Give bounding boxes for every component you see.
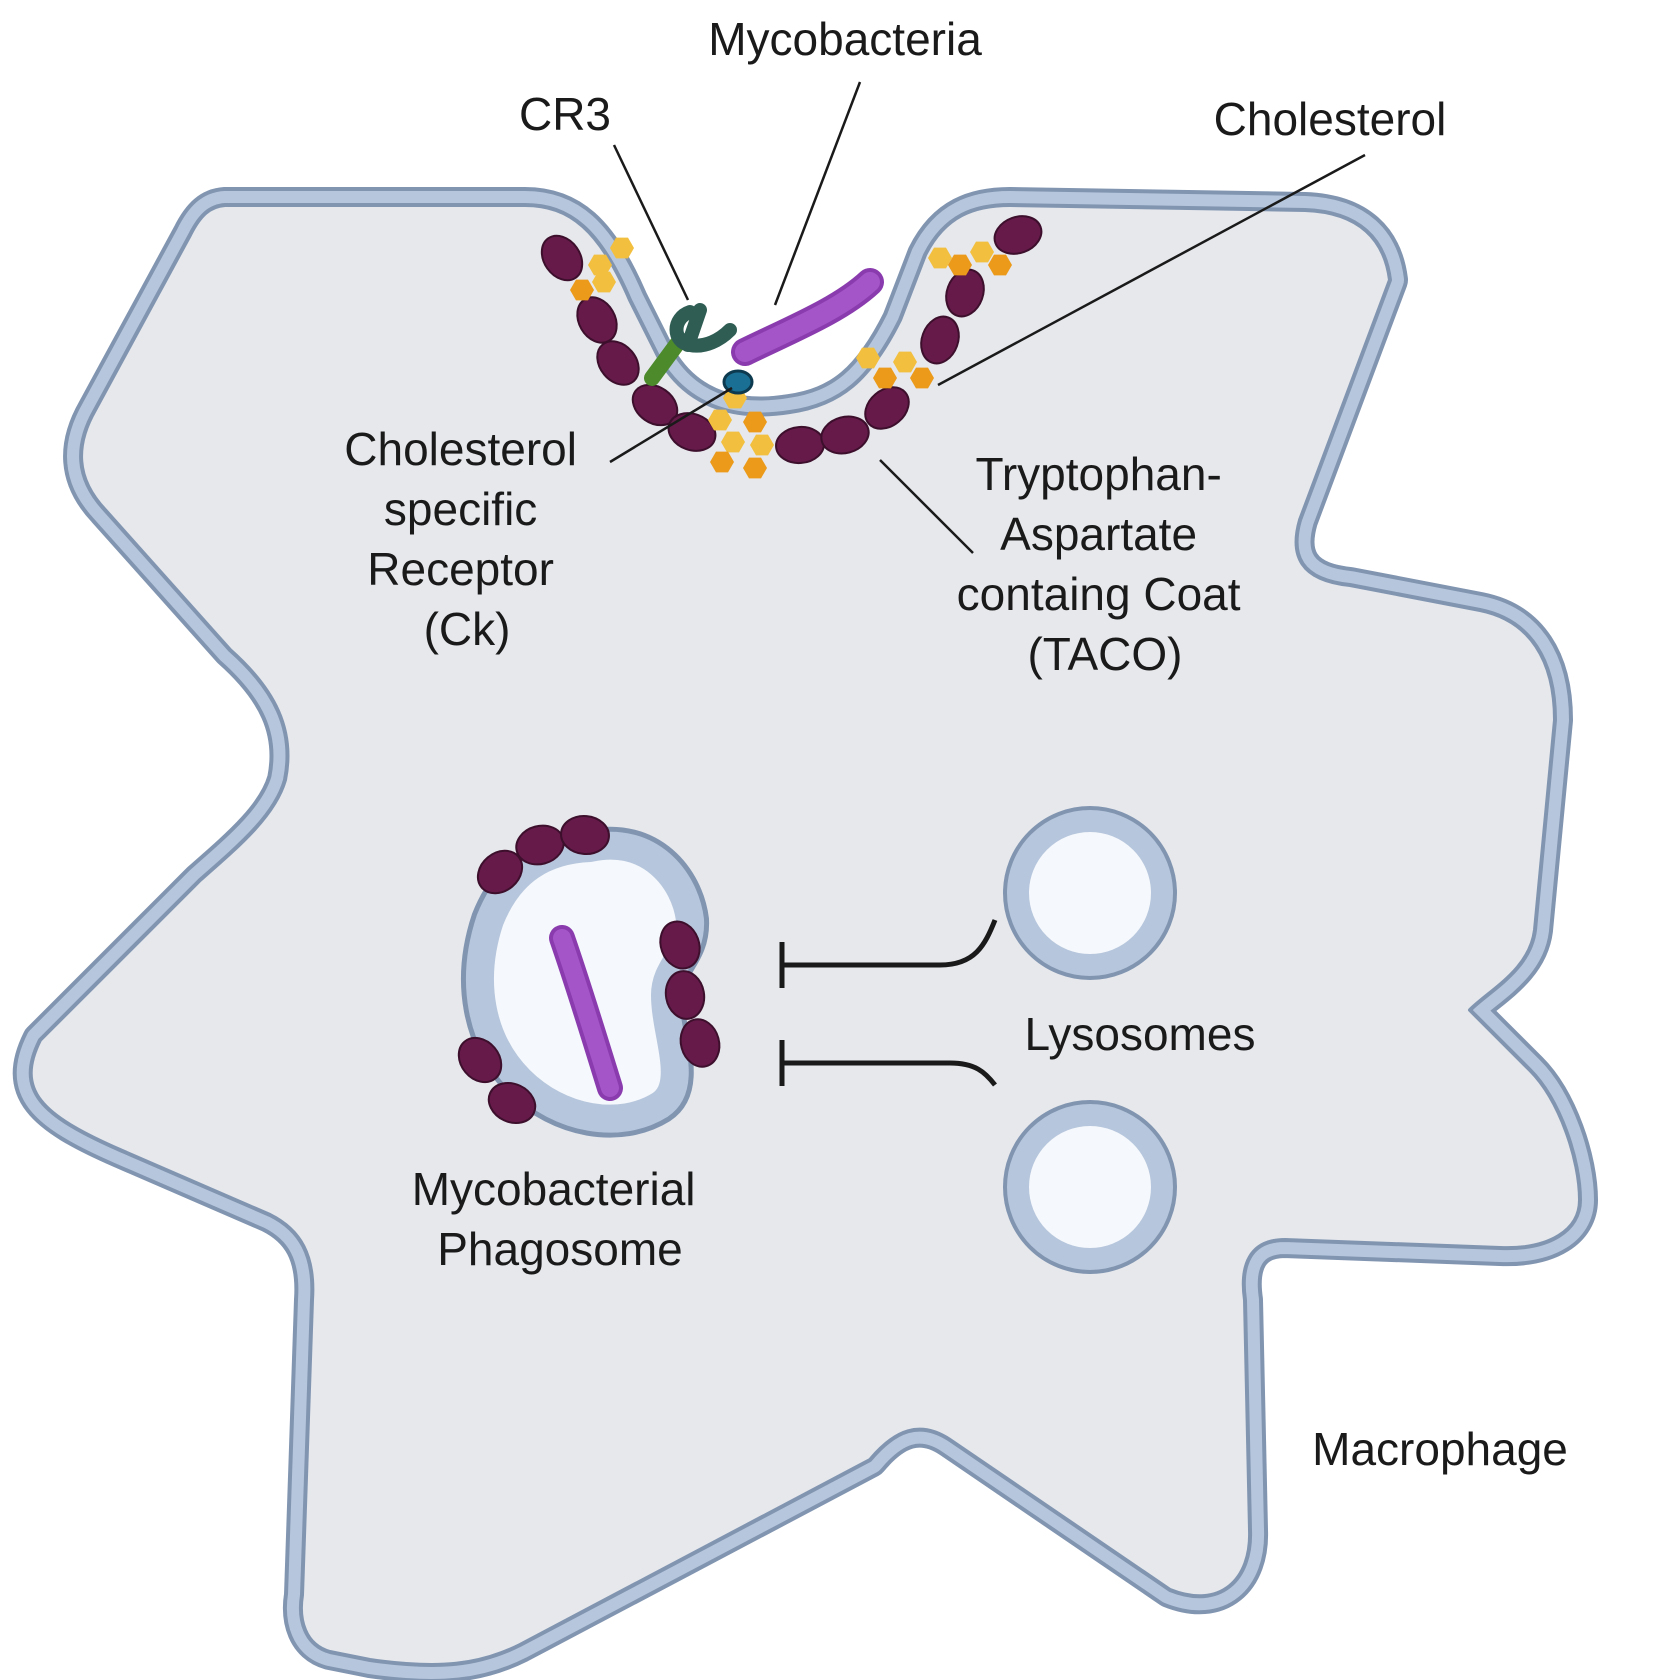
cr3-receptor-icon (644, 303, 737, 386)
label-phagosome: Mycobacterial Phagosome (412, 1163, 709, 1275)
coat-protein-icon (667, 412, 717, 452)
lysosome-icon (1003, 1100, 1177, 1274)
coat-protein-icon (540, 234, 584, 282)
label-ck-receptor: Cholesterol specific Receptor (Ck) (344, 423, 589, 655)
coat-protein-icon (945, 268, 985, 318)
mycobacterium-icon (731, 268, 884, 366)
leader-lines (609, 81, 1366, 554)
label-lysosomes: Lysosomes (1025, 1008, 1256, 1060)
label-cholesterol: Cholesterol (1214, 93, 1447, 145)
inhibition-arrow-icon (779, 919, 998, 988)
lysosome-icon (1003, 806, 1177, 980)
label-cr3: CR3 (519, 88, 611, 140)
label-macrophage: Macrophage (1312, 1423, 1568, 1475)
leader-ck (609, 386, 733, 464)
coat-protein-icon (596, 340, 640, 386)
inhibition-arrow-icon (779, 1040, 997, 1087)
coat-protein-icon (820, 415, 870, 455)
leader-taco (879, 459, 974, 554)
coat-protein-icon (864, 386, 910, 430)
leader-cr3 (612, 144, 690, 301)
label-taco: Tryptophan- Aspartate containg Coat (TAC… (957, 448, 1254, 680)
coat-protein-icon (920, 315, 960, 365)
leader-cholesterol (937, 153, 1366, 387)
phagosome-icon (457, 814, 721, 1138)
macrophage-icon (12, 187, 1598, 1680)
coat-protein-icon (993, 215, 1043, 255)
taco-coat-proteins (540, 215, 1043, 465)
label-mycobacteria: Mycobacteria (708, 13, 982, 65)
leader-mycobacteria (773, 81, 862, 306)
